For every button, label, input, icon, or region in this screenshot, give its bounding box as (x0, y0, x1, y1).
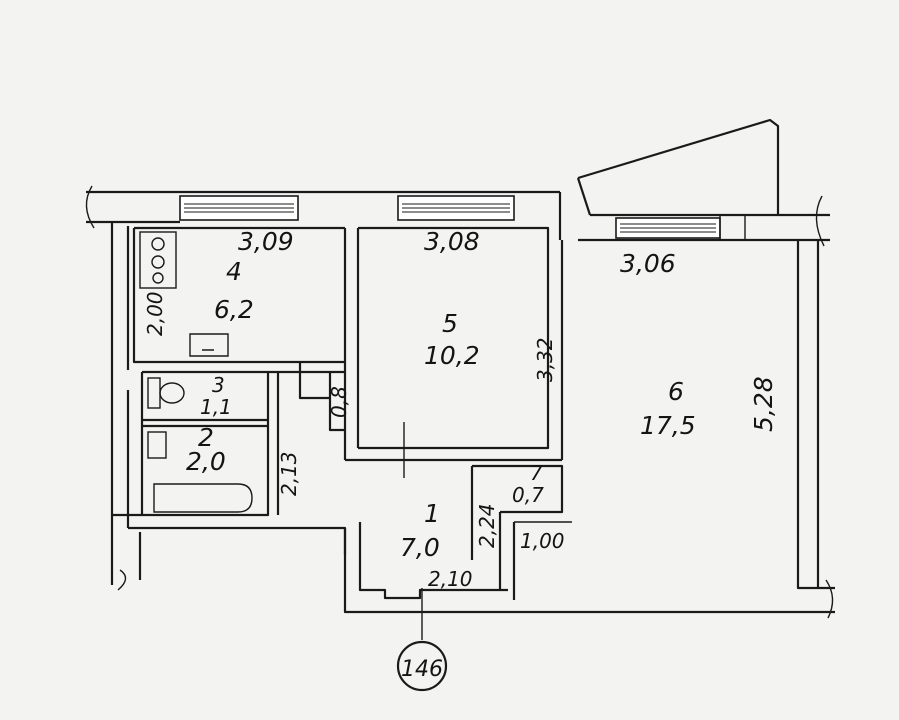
interior-walls (132, 226, 572, 640)
closet-width-label: 1,00 (520, 529, 565, 553)
room6-depth-label: 5,28 (749, 376, 778, 432)
room2-depth-label: 2,13 (277, 451, 301, 496)
room1-area: 7,0 (400, 533, 440, 562)
apartment-number: 146 (401, 657, 443, 682)
fixtures (139, 231, 253, 513)
room5-number: 5 (442, 309, 458, 338)
labels: 3,09 4 6,2 2,00 3,08 5 10,2 3,32 3,06 6 … (143, 227, 778, 591)
room4-width-label: 3,09 (238, 227, 294, 256)
room7-number: 7 (530, 461, 543, 485)
room3-number: 3 (212, 373, 225, 397)
kitchen-sink-icon (189, 333, 229, 357)
windows (179, 195, 746, 240)
stove-icon (139, 231, 177, 289)
room4-depth-label: 2,00 (143, 291, 167, 336)
room6-width-label: 3,06 (620, 249, 676, 278)
room1-number: 1 (424, 499, 440, 528)
room6-area: 17,5 (640, 411, 696, 440)
room4-area: 6,2 (214, 295, 254, 324)
room5-area: 10,2 (424, 341, 480, 370)
room4-number: 4 (226, 257, 242, 286)
room1-depth-label: 2,24 (475, 503, 499, 548)
room2-area: 2,0 (186, 447, 226, 476)
room3-area: 1,1 (200, 395, 232, 419)
room1-width-label: 2,10 (428, 567, 473, 591)
apartment-number-marker: 146 (396, 640, 448, 692)
room6-number: 6 (668, 377, 684, 406)
room5-depth-label: 3,32 (533, 337, 557, 382)
washbasin-icon (147, 431, 167, 459)
wall-mark-label: 0,8 (327, 386, 351, 418)
room7-area: 0,7 (512, 483, 544, 507)
room5-width-label: 3,08 (424, 227, 480, 256)
bathtub-icon (153, 483, 253, 513)
outer-walls (85, 118, 835, 619)
room2-number: 2 (198, 423, 214, 452)
